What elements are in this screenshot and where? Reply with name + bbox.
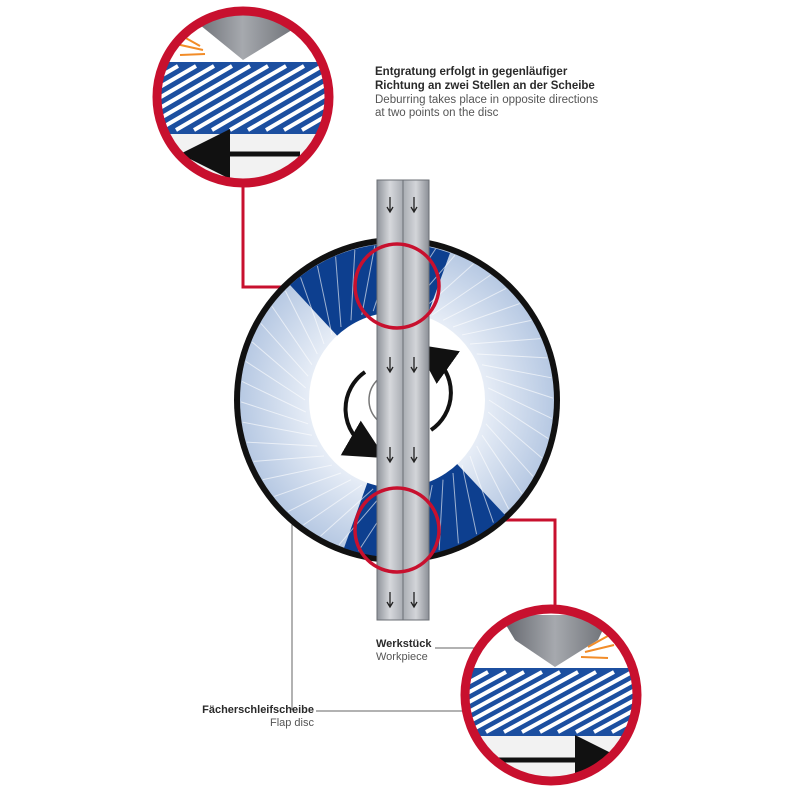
caption-de-line1: Entgratung erfolgt in gegenläufiger bbox=[375, 66, 568, 78]
contact-point-bottom bbox=[353, 486, 441, 574]
disc-label-en: Flap disc bbox=[269, 717, 314, 730]
tool-cone-bottom bbox=[500, 615, 610, 667]
feed-arrow-down-icon bbox=[386, 197, 418, 609]
disc-label-de: Fächerschleifscheibe bbox=[202, 704, 314, 716]
workpiece-label-en: Workpiece bbox=[376, 651, 428, 664]
workpiece-label-de: Werkstück bbox=[376, 638, 432, 650]
rotation-arrow-ccw-icon bbox=[340, 370, 386, 459]
caption-de-line2: Richtung an zwei Stellen an der Scheibe bbox=[375, 79, 595, 92]
caption-en-line2: at two points on the disc bbox=[375, 107, 499, 120]
contact-point-top bbox=[353, 242, 441, 330]
caption-en-line1: Deburring takes place in opposite direct… bbox=[375, 93, 599, 106]
workpiece-label: Werkstück Workpiece bbox=[376, 638, 431, 664]
rotation-arrow-cw-icon bbox=[415, 344, 460, 432]
caption-block: Entgratung erfolgt in gegenläufiger Rich… bbox=[375, 66, 598, 121]
workpiece-bar bbox=[376, 179, 430, 621]
zoom-detail-bottom bbox=[460, 604, 642, 786]
tool-cone-top bbox=[185, 11, 300, 60]
disc-label: Fächerschleifscheibe Flap disc bbox=[200, 704, 314, 730]
